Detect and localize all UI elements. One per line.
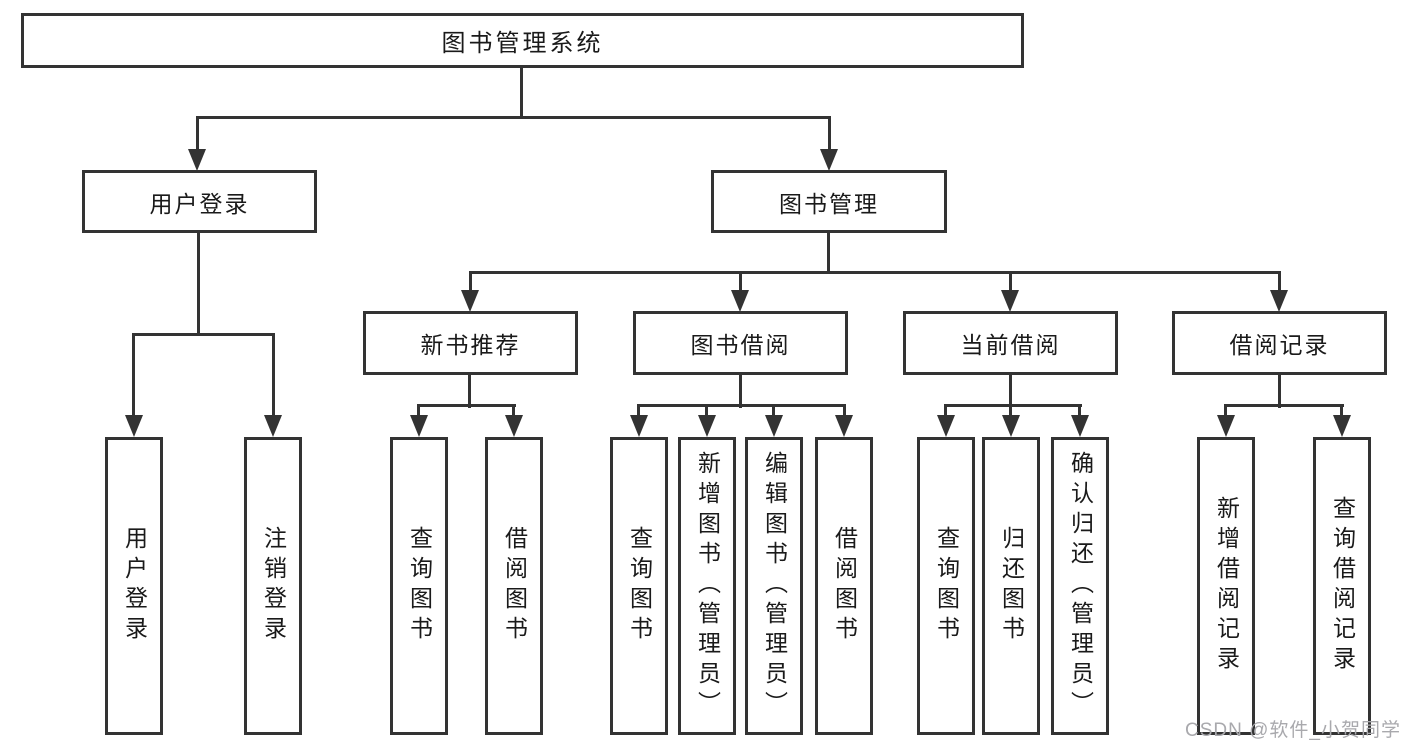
arrow-down-icon [1071, 415, 1089, 437]
node-root-label: 图书管理系统 [441, 30, 604, 57]
connector-bm-arm-1 [469, 271, 472, 293]
leaf-borrow-edit-books-admin-label: 编辑图书（管理员） [761, 451, 788, 721]
node-borrow-records-label: 借阅记录 [1229, 332, 1330, 358]
leaf-current-query-books: 查询图书 [917, 437, 975, 735]
arrow-down-icon [264, 415, 282, 437]
connector-recommend-crossbar [417, 404, 516, 407]
connector-recommend-arm-1 [417, 404, 420, 418]
connector-login-stem [197, 233, 200, 336]
connector-bm-crossbar [469, 271, 1281, 274]
node-user-login: 用户登录 [82, 170, 317, 233]
connector-borrow-crossbar [637, 404, 846, 407]
arrow-down-icon [835, 415, 853, 437]
arrow-down-icon [461, 290, 479, 312]
csdn-watermark: CSDN @软件_小贺同学 [1185, 720, 1401, 741]
connector-records-arm-1 [1224, 404, 1227, 418]
node-book-borrow: 图书借阅 [633, 311, 848, 375]
connector-recommend-stem [468, 375, 471, 408]
leaf-records-add-record: 新增借阅记录 [1197, 437, 1255, 735]
connector-login-arm-1 [132, 333, 135, 418]
connector-bm-arm-2 [739, 271, 742, 293]
node-current-borrow: 当前借阅 [903, 311, 1118, 375]
node-user-login-label: 用户登录 [149, 190, 250, 217]
node-new-book-recommend-label: 新书推荐 [420, 332, 521, 358]
connector-current-arm-1 [944, 404, 947, 418]
leaf-logout-login: 注销登录 [244, 437, 302, 735]
leaf-borrow-add-books-admin-label: 新增图书（管理员） [694, 451, 721, 721]
arrow-down-icon [1217, 415, 1235, 437]
connector-current-crossbar [944, 404, 1082, 407]
arrow-down-icon [937, 415, 955, 437]
connector-root-stem [520, 68, 523, 118]
connector-root-arm-right [828, 116, 831, 152]
connector-current-arm-2 [1009, 404, 1012, 418]
connector-records-crossbar [1224, 404, 1344, 407]
leaf-records-query-record: 查询借阅记录 [1313, 437, 1371, 735]
connector-current-stem [1009, 375, 1012, 408]
node-book-borrow-label: 图书借阅 [690, 332, 791, 358]
connector-bm-arm-4 [1278, 271, 1281, 293]
connector-borrow-arm-4 [843, 404, 846, 418]
leaf-user-login-label: 用户登录 [121, 526, 148, 646]
node-new-book-recommend: 新书推荐 [363, 311, 578, 375]
leaf-records-query-record-label: 查询借阅记录 [1329, 496, 1356, 676]
arrow-down-icon [731, 290, 749, 312]
leaf-borrow-query-books: 查询图书 [610, 437, 668, 735]
connector-root-arm-left [196, 116, 199, 152]
arrow-down-icon [125, 415, 143, 437]
connector-records-arm-2 [1340, 404, 1343, 418]
connector-borrow-arm-2 [705, 404, 708, 418]
connector-root-crossbar [196, 116, 831, 119]
leaf-current-return-books: 归还图书 [982, 437, 1040, 735]
node-borrow-records: 借阅记录 [1172, 311, 1387, 375]
node-book-management: 图书管理 [711, 170, 947, 233]
leaf-current-confirm-return-admin-label: 确认归还（管理员） [1067, 451, 1094, 721]
leaf-current-confirm-return-admin: 确认归还（管理员） [1051, 437, 1109, 735]
arrow-down-icon [1270, 290, 1288, 312]
leaf-recommend-query-books: 查询图书 [390, 437, 448, 735]
connector-login-crossbar [132, 333, 275, 336]
arrow-down-icon [765, 415, 783, 437]
connector-borrow-arm-3 [772, 404, 775, 418]
node-root: 图书管理系统 [21, 13, 1024, 68]
leaf-records-add-record-label: 新增借阅记录 [1213, 496, 1240, 676]
arrow-down-icon [188, 149, 206, 171]
leaf-borrow-add-books-admin: 新增图书（管理员） [678, 437, 736, 735]
connector-login-arm-2 [272, 333, 275, 418]
connector-borrow-stem [739, 375, 742, 408]
arrow-down-icon [1001, 290, 1019, 312]
leaf-recommend-query-books-label: 查询图书 [406, 526, 433, 646]
connector-borrow-arm-1 [637, 404, 640, 418]
leaf-borrow-borrow-books: 借阅图书 [815, 437, 873, 735]
connector-records-stem [1278, 375, 1281, 408]
node-current-borrow-label: 当前借阅 [960, 332, 1061, 358]
leaf-current-query-books-label: 查询图书 [933, 526, 960, 646]
leaf-current-return-books-label: 归还图书 [998, 526, 1025, 646]
connector-recommend-arm-2 [512, 404, 515, 418]
connector-bm-arm-3 [1009, 271, 1012, 293]
arrow-down-icon [820, 149, 838, 171]
arrow-down-icon [698, 415, 716, 437]
leaf-logout-login-label: 注销登录 [260, 526, 287, 646]
leaf-recommend-borrow-books: 借阅图书 [485, 437, 543, 735]
arrow-down-icon [630, 415, 648, 437]
connector-current-arm-3 [1078, 404, 1081, 418]
leaf-user-login: 用户登录 [105, 437, 163, 735]
leaf-borrow-query-books-label: 查询图书 [626, 526, 653, 646]
node-book-management-label: 图书管理 [779, 190, 879, 217]
arrow-down-icon [1333, 415, 1351, 437]
arrow-down-icon [1002, 415, 1020, 437]
connector-bm-stem [827, 233, 830, 274]
leaf-borrow-edit-books-admin: 编辑图书（管理员） [745, 437, 803, 735]
arrow-down-icon [410, 415, 428, 437]
leaf-recommend-borrow-books-label: 借阅图书 [501, 526, 528, 646]
arrow-down-icon [505, 415, 523, 437]
leaf-borrow-borrow-books-label: 借阅图书 [831, 526, 858, 646]
